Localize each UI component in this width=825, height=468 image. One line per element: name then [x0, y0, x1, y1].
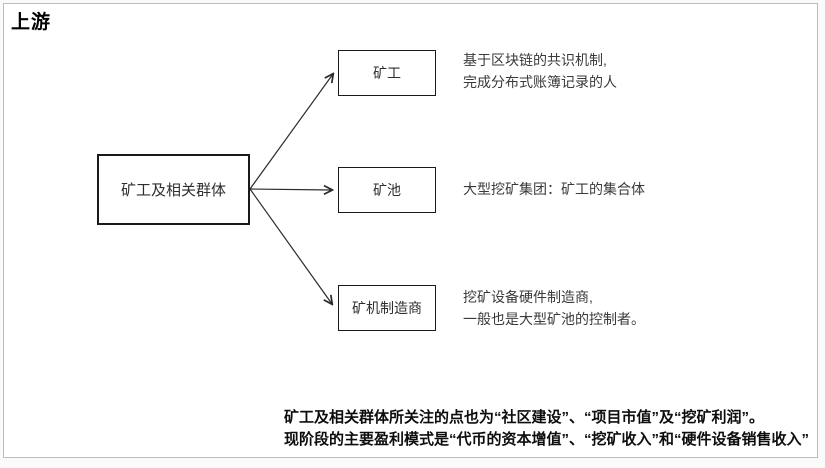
node-miner: 矿工 [338, 50, 436, 96]
annotation-mining-rig-manufacturer: 挖矿设备硬件制造商, 一般也是大型矿池的控制者。 [463, 286, 645, 330]
footnote: 矿工及相关群体所关注的点也为“社区建设”、“项目市值”及“挖矿利润”。 现阶段的… [284, 407, 809, 451]
node-label: 矿工及相关群体 [120, 182, 226, 199]
annotation-line: 完成分布式账簿记录的人 [463, 74, 617, 90]
node-label: 矿工 [373, 65, 401, 81]
annotation-line: 基于区块链的共识机制, [463, 52, 607, 68]
node-mining-pool: 矿池 [338, 167, 436, 213]
annotation-line: 大型挖矿集团：矿工的集合体 [463, 181, 645, 197]
footnote-line: 矿工及相关群体所关注的点也为“社区建设”、“项目市值”及“挖矿利润”。 [284, 409, 765, 426]
annotation-miner: 基于区块链的共识机制, 完成分布式账簿记录的人 [463, 49, 617, 93]
footnote-line: 现阶段的主要盈利模式是“代币的资本增值”、“挖矿收入”和“硬件设备销售收入” [284, 431, 810, 448]
annotation-line: 挖矿设备硬件制造商, [463, 289, 593, 305]
node-label: 矿池 [373, 182, 401, 198]
annotation-mining-pool: 大型挖矿集团：矿工的集合体 [463, 179, 645, 199]
node-miners-and-related-groups: 矿工及相关群体 [97, 154, 250, 225]
section-title: 上游 [11, 12, 52, 33]
node-label: 矿机制造商 [352, 300, 422, 316]
node-mining-rig-manufacturer: 矿机制造商 [338, 285, 436, 331]
annotation-line: 一般也是大型矿池的控制者。 [463, 311, 645, 327]
